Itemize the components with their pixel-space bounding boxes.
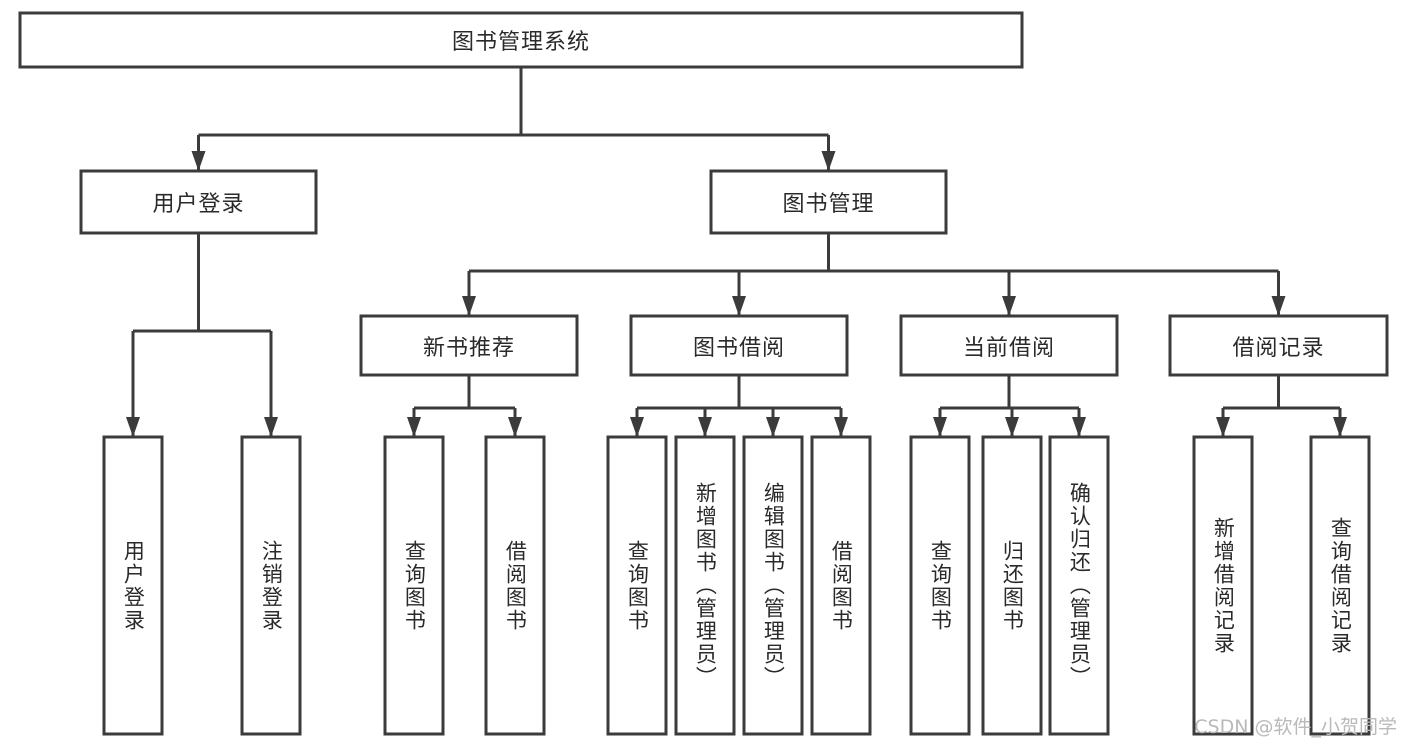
arrow-head-icon (126, 417, 140, 437)
arrow-head-icon (1216, 417, 1230, 437)
arrow-head-icon (630, 417, 644, 437)
node-box-borrow-book[interactable] (810, 435, 872, 736)
node-box-query-book-rec[interactable] (383, 435, 445, 736)
node-box-book-management[interactable] (709, 169, 948, 235)
arrow-head-icon (1005, 417, 1019, 437)
arrow-head-icon (1333, 417, 1347, 437)
node-box-user-logout-leaf[interactable] (240, 435, 302, 736)
node-box-user-login-leaf[interactable] (102, 435, 164, 736)
node-box-book-borrow[interactable] (629, 314, 849, 377)
arrow-head-icon (821, 151, 836, 171)
arrow-head-icon (1271, 296, 1286, 316)
arrow-head-icon (462, 296, 476, 316)
node-box-query-book-current[interactable] (909, 435, 971, 736)
arrow-head-icon (766, 417, 780, 437)
node-box-borrow-book-rec[interactable] (484, 435, 546, 736)
arrow-head-icon (698, 417, 712, 437)
arrow-head-icon (264, 417, 278, 437)
connector-layer (126, 67, 1347, 437)
arrow-head-icon (834, 417, 848, 437)
arrow-head-icon (191, 151, 206, 171)
arrow-head-icon (508, 417, 522, 437)
arrow-head-icon (1072, 417, 1086, 437)
node-box-add-borrow-record[interactable] (1192, 435, 1254, 736)
arrow-head-icon (732, 296, 746, 316)
arrow-head-icon (933, 417, 947, 437)
arrow-head-icon (407, 417, 421, 437)
node-box-query-book-borrow[interactable] (606, 435, 668, 736)
node-box-query-borrow-record[interactable] (1309, 435, 1371, 736)
node-box-layer (18, 11, 1389, 736)
node-box-current-borrow[interactable] (899, 314, 1119, 377)
watermark-text: CSDN @软件_小贺同学 (1194, 716, 1397, 738)
node-box-borrow-record[interactable] (1168, 314, 1389, 377)
node-box-new-book-recommend[interactable] (359, 314, 579, 377)
node-box-confirm-return-admin[interactable] (1048, 435, 1110, 736)
node-box-user-login[interactable] (79, 169, 318, 235)
node-box-return-book[interactable] (981, 435, 1043, 736)
node-box-edit-book-admin[interactable] (742, 435, 804, 736)
arrow-head-icon (1002, 296, 1016, 316)
node-box-root[interactable] (18, 11, 1024, 69)
node-box-add-book-admin[interactable] (674, 435, 736, 736)
